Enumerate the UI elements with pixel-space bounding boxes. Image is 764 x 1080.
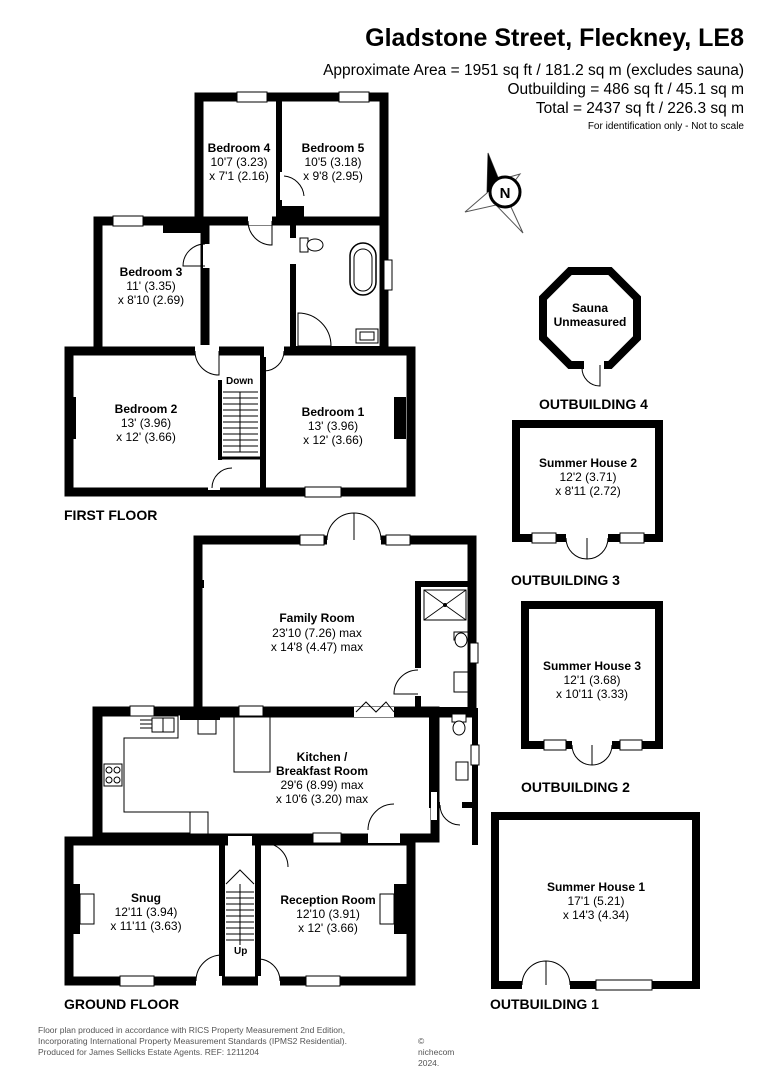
first-floor-openings bbox=[112, 91, 393, 498]
bedroom-3-dim1: 11' (3.35) bbox=[126, 279, 175, 293]
disclaimer: For identification only - Not to scale bbox=[587, 121, 744, 132]
first-floor-label: FIRST FLOOR bbox=[64, 507, 157, 523]
room-bedroom-3: Bedroom 3 11' (3.35) x 8'10 (2.69) bbox=[118, 265, 184, 307]
stairs-down-label: Down bbox=[226, 376, 253, 387]
shower-tray-icon bbox=[423, 589, 467, 621]
kitchen-sink-icon bbox=[140, 717, 175, 733]
bedroom-4-dim1: 10'7 (3.23) bbox=[211, 155, 268, 169]
summer-house-1-name: Summer House 1 bbox=[547, 880, 645, 894]
bedroom-3-name: Bedroom 3 bbox=[120, 265, 183, 279]
bedroom-1-dim1: 13' (3.96) bbox=[308, 419, 358, 433]
bedroom-1-name: Bedroom 1 bbox=[302, 405, 365, 419]
hob-icon bbox=[103, 763, 123, 787]
snug-dim1: 12'11 (3.94) bbox=[115, 905, 178, 919]
sauna-name-1: Sauna bbox=[572, 301, 608, 315]
footer-notes: Floor plan produced in accordance with R… bbox=[38, 1025, 454, 1068]
copyright-notice: © nichecom 2024. bbox=[418, 1036, 455, 1068]
family-room-name: Family Room bbox=[279, 611, 354, 625]
outbuilding-4-sauna bbox=[539, 267, 641, 387]
stairs-up-label: Up bbox=[234, 946, 247, 957]
outbuilding-3-summer-house bbox=[512, 420, 663, 560]
outbuilding-3-label: OUTBUILDING 3 bbox=[511, 572, 620, 588]
ground-basin-icon bbox=[453, 671, 469, 781]
room-bedroom-4: Bedroom 4 10'7 (3.23) x 7'1 (2.16) bbox=[208, 141, 271, 183]
summer-house-1-dim2: x 14'3 (4.34) bbox=[563, 908, 629, 922]
bedroom-5-dim1: 10'5 (3.18) bbox=[305, 155, 362, 169]
area-total: Total = 2437 sq ft / 226.3 sq m bbox=[535, 100, 744, 117]
summer-house-2-dim1: 12'2 (3.71) bbox=[560, 470, 617, 484]
outbuilding-2-summer-house bbox=[521, 601, 663, 766]
ground-floor-openings bbox=[79, 512, 480, 987]
room-bedroom-2: Bedroom 2 13' (3.96) x 12' (3.66) bbox=[115, 402, 178, 444]
reception-dim2: x 12' (3.66) bbox=[298, 921, 358, 935]
toilet-icon bbox=[299, 237, 324, 253]
snug-dim2: x 11'11 (3.63) bbox=[110, 919, 181, 933]
bedroom-5-dim2: x 9'8 (2.95) bbox=[303, 169, 363, 183]
room-summer-house-3: Summer House 3 12'1 (3.68) x 10'11 (3.33… bbox=[543, 659, 641, 701]
outbuilding-1-summer-house bbox=[491, 812, 700, 991]
bedroom-3-dim2: x 8'10 (2.69) bbox=[118, 293, 184, 307]
reception-name: Reception Room bbox=[280, 893, 375, 907]
snug-name: Snug bbox=[131, 891, 161, 905]
outbuilding-2-label: OUTBUILDING 2 bbox=[521, 779, 630, 795]
footer-line-2: Incorporating International Property Mea… bbox=[38, 1036, 347, 1046]
area-outbuilding: Outbuilding = 486 sq ft / 45.1 sq m bbox=[507, 81, 744, 98]
room-sauna: Sauna Unmeasured bbox=[554, 301, 627, 329]
basin-icon bbox=[355, 328, 379, 344]
summer-house-2-dim2: x 8'11 (2.72) bbox=[555, 484, 620, 498]
room-bedroom-5: Bedroom 5 10'5 (3.18) x 9'8 (2.95) bbox=[302, 141, 365, 183]
footer-line-1: Floor plan produced in accordance with R… bbox=[38, 1025, 346, 1035]
plan-title: Gladstone Street, Fleckney, LE8 bbox=[365, 24, 744, 52]
summer-house-3-name: Summer House 3 bbox=[543, 659, 641, 673]
room-reception: Reception Room 12'10 (3.91) x 12' (3.66) bbox=[280, 893, 375, 935]
room-bedroom-1: Bedroom 1 13' (3.96) x 12' (3.66) bbox=[302, 405, 365, 447]
sauna-name-2: Unmeasured bbox=[554, 315, 627, 329]
kitchen-name-1: Kitchen / bbox=[297, 750, 348, 764]
bathtub-icon bbox=[349, 242, 377, 296]
bedroom-2-dim2: x 12' (3.66) bbox=[116, 430, 176, 444]
bedroom-2-name: Bedroom 2 bbox=[115, 402, 178, 416]
room-summer-house-2: Summer House 2 12'2 (3.71) x 8'11 (2.72) bbox=[539, 456, 637, 498]
kitchen-dim1: 29'6 (8.99) max bbox=[281, 778, 364, 792]
outbuilding-4-label: OUTBUILDING 4 bbox=[539, 396, 648, 412]
bedroom-4-name: Bedroom 4 bbox=[208, 141, 271, 155]
kitchen-name-2: Breakfast Room bbox=[276, 764, 368, 778]
footer-line-3: Produced for James Sellicks Estate Agent… bbox=[38, 1047, 259, 1057]
family-room-dim2: x 14'8 (4.47) max bbox=[271, 640, 363, 654]
ground-toilet-icon bbox=[451, 631, 469, 736]
compass-north-label: N bbox=[500, 185, 511, 202]
room-family-room: Family Room 23'10 (7.26) max x 14'8 (4.4… bbox=[271, 611, 363, 654]
reception-dim1: 12'10 (3.91) bbox=[296, 907, 360, 921]
room-kitchen: Kitchen / Breakfast Room 29'6 (8.99) max… bbox=[276, 750, 368, 806]
summer-house-3-dim2: x 10'11 (3.33) bbox=[556, 687, 628, 701]
room-snug: Snug 12'11 (3.94) x 11'11 (3.63) bbox=[110, 891, 181, 933]
first-floor-plan bbox=[64, 92, 416, 497]
summer-house-3-dim1: 12'1 (3.68) bbox=[564, 673, 621, 687]
room-summer-house-1: Summer House 1 17'1 (5.21) x 14'3 (4.34) bbox=[547, 880, 645, 922]
bedroom-5-name: Bedroom 5 bbox=[302, 141, 365, 155]
bedroom-2-dim1: 13' (3.96) bbox=[121, 416, 171, 430]
family-room-dim1: 23'10 (7.26) max bbox=[272, 626, 362, 640]
outbuilding-1-label: OUTBUILDING 1 bbox=[490, 996, 599, 1012]
compass-icon: N bbox=[464, 152, 524, 234]
ground-floor-label: GROUND FLOOR bbox=[64, 996, 179, 1012]
summer-house-2-name: Summer House 2 bbox=[539, 456, 637, 470]
bedroom-1-dim2: x 12' (3.66) bbox=[303, 433, 363, 447]
summer-house-1-dim1: 17'1 (5.21) bbox=[568, 894, 625, 908]
area-main: Approximate Area = 1951 sq ft / 181.2 sq… bbox=[323, 62, 744, 79]
kitchen-dim2: x 10'6 (3.20) max bbox=[276, 792, 368, 806]
shower-icon bbox=[297, 312, 332, 347]
bedroom-4-dim2: x 7'1 (2.16) bbox=[209, 169, 269, 183]
